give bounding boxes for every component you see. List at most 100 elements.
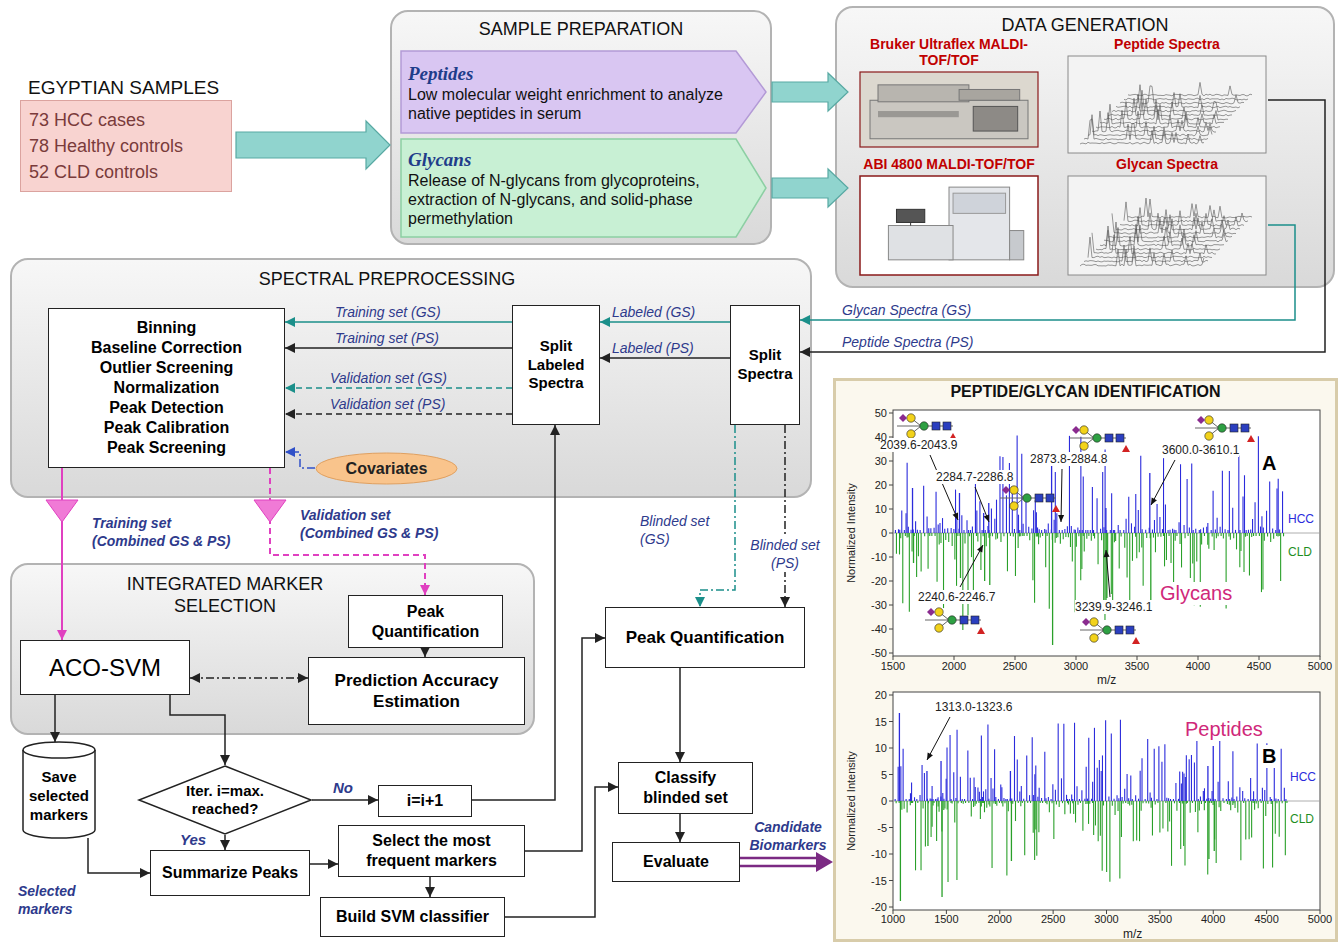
hcc-peak <box>1126 519 1127 533</box>
cld-peak <box>1233 801 1234 803</box>
node-text: ABI 4800 MALDI-TOF/TOF <box>848 156 1050 172</box>
connector <box>170 695 230 765</box>
hcc-peak <box>1019 792 1020 801</box>
connector-line <box>472 425 555 800</box>
chart-label: 0 <box>860 794 887 808</box>
arrowhead <box>285 447 295 457</box>
cld-peak <box>1240 801 1241 860</box>
hcc-peak <box>962 799 963 801</box>
arrowhead <box>190 673 200 683</box>
cld-peak <box>1125 801 1126 803</box>
hcc-peak <box>1185 777 1186 801</box>
cld-peak <box>1064 801 1065 814</box>
hcc-peak <box>979 501 980 533</box>
hcc-peak <box>1099 760 1100 801</box>
hcc-peak <box>1007 799 1008 801</box>
hcc-peak <box>1184 525 1185 533</box>
hcc-peak <box>1041 530 1042 533</box>
glycan-triangle <box>1247 435 1255 442</box>
hcc-peak <box>1163 458 1164 533</box>
cld-peak <box>1119 801 1120 878</box>
cld-peak <box>1139 533 1140 552</box>
cld-peak <box>1112 533 1113 610</box>
hcc-peak <box>963 530 964 533</box>
hcc-peak <box>1183 773 1184 801</box>
hcc-peak <box>934 528 935 533</box>
hcc-peak <box>947 528 948 533</box>
tick-mark <box>954 656 955 660</box>
glycan-circle <box>907 430 915 438</box>
cld-peak <box>1030 801 1031 803</box>
hcc-peak <box>1087 530 1088 533</box>
cld-peak <box>1049 801 1050 812</box>
edge-label-box: Blinded set (PS) <box>740 536 830 572</box>
hcc-peak <box>1218 782 1219 801</box>
glycan-square <box>943 422 951 430</box>
node-text: Normalization <box>114 378 220 398</box>
cld-peak <box>1077 801 1078 805</box>
hcc-peak <box>1162 529 1163 533</box>
node-text: Evaluate <box>643 852 709 872</box>
spectrum-trace <box>1120 85 1244 104</box>
cld-peak <box>925 801 926 847</box>
tick-mark <box>1320 656 1321 660</box>
hcc-peak <box>905 513 906 533</box>
cld-peak <box>1271 801 1272 804</box>
hcc-peak <box>1048 797 1049 801</box>
arrowhead <box>550 425 560 435</box>
arrowhead <box>285 409 295 419</box>
cld-peak <box>1055 533 1056 543</box>
hcc-peak <box>1140 456 1141 533</box>
cld-peak <box>1239 533 1240 567</box>
hcc-peak <box>1108 797 1109 801</box>
cld-peak <box>1082 801 1083 831</box>
hcc-peak <box>1178 799 1179 801</box>
tick-mark <box>1137 656 1138 660</box>
hcc-peak <box>1229 471 1230 533</box>
hcc-peak <box>938 525 939 533</box>
hcc-peak <box>1260 527 1261 533</box>
node-text: Peptides <box>408 62 728 85</box>
tick-mark <box>889 557 893 558</box>
cld-peak <box>980 801 981 819</box>
cld-peak <box>1115 801 1116 815</box>
hcc-peak <box>1102 472 1103 533</box>
cld-peak <box>1277 533 1278 536</box>
hcc-peak <box>983 513 984 533</box>
chart-label: -30 <box>860 598 887 612</box>
connector <box>772 73 848 111</box>
hcc-peak <box>1092 487 1093 533</box>
tick-mark <box>889 509 893 510</box>
glycan-circle <box>1080 442 1088 450</box>
hcc-peak <box>1114 530 1115 533</box>
hcc-peak <box>1019 530 1020 533</box>
hcc-peak <box>1212 791 1213 801</box>
tick-mark <box>889 774 893 775</box>
hcc-peak <box>1242 497 1243 533</box>
hcc-peak <box>1062 530 1063 533</box>
chart-label: -10 <box>860 847 887 861</box>
glycan-circle <box>1093 434 1101 442</box>
cld-peak <box>1179 801 1180 803</box>
hcc-peak <box>1187 479 1188 533</box>
glycan-circle <box>1080 426 1088 434</box>
cld-peak <box>981 801 982 806</box>
chart-label-box: 0 <box>860 794 887 808</box>
cld-peak <box>996 801 997 806</box>
node-text: Peak Quantification <box>626 627 785 648</box>
cld-peak <box>1237 801 1238 813</box>
hcc-peak <box>1217 518 1218 533</box>
cld-peak <box>1221 533 1222 536</box>
hcc-peak <box>985 530 986 533</box>
chart-label-box: -10 <box>860 847 887 861</box>
glycan-diamond <box>1082 618 1090 626</box>
hcc-peak <box>992 788 993 801</box>
glycan-square <box>1035 494 1043 502</box>
cld-peak <box>1160 533 1161 537</box>
hcc-peak <box>1168 530 1169 533</box>
arrowhead <box>1058 515 1064 522</box>
node-text: Glycan Spectra <box>1066 156 1268 172</box>
hcc-peak <box>1193 530 1194 533</box>
cld-peak <box>899 533 900 554</box>
hcc-peak <box>991 778 992 801</box>
